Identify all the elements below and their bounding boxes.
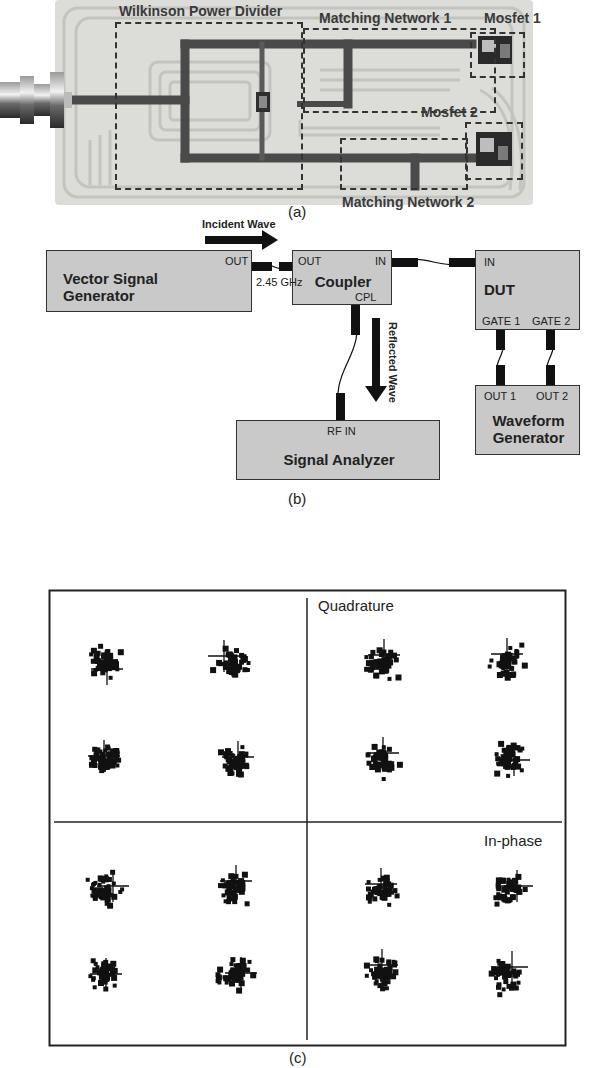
- port-label: OUT 2: [536, 390, 568, 403]
- port-label: IN: [375, 255, 386, 268]
- cable: [252, 263, 292, 268]
- instrument-box: Vector Signal Generator OUT: [46, 250, 252, 312]
- instrument-box: OUT Coupler IN CPL: [292, 250, 392, 305]
- port-connectors: [252, 258, 555, 420]
- instrument-box: RF IN Signal Analyzer: [236, 420, 440, 480]
- region-label: Wilkinson Power Divider: [119, 3, 282, 19]
- instrument-box: IN DUT GATE 1 GATE 2: [475, 250, 580, 330]
- axis-label: In-phase: [484, 832, 542, 849]
- box-title: Vector Signal Generator: [63, 270, 175, 305]
- wave-label: Reflected Wave: [386, 322, 399, 403]
- region-label: Matching Network 2: [342, 194, 474, 210]
- panel-label: (c): [289, 1049, 307, 1066]
- port-label: GATE 1: [482, 315, 520, 328]
- instrument-box: OUT 1 OUT 2 Waveform Generator: [475, 385, 580, 455]
- frequency-label: 2.45 GHz: [256, 276, 302, 289]
- box-title: Waveform Generator: [476, 412, 581, 447]
- dashed-region: Matching Network 1: [303, 28, 496, 113]
- dashed-region: Matching Network 2: [340, 138, 468, 190]
- port-label: OUT: [225, 255, 248, 268]
- region-label: Mosfet 1: [484, 10, 541, 26]
- cable: [547, 330, 554, 385]
- wave-label: Incident Wave: [202, 218, 276, 231]
- pcb-photo: [0, 0, 533, 205]
- dashed-region: Mosfet 2: [465, 122, 523, 180]
- dashed-region: Mosfet 1: [470, 32, 525, 78]
- port-label: IN: [484, 256, 495, 269]
- port-label: OUT: [298, 255, 321, 268]
- constellation-plot: [50, 591, 566, 1046]
- port-label: OUT 1: [484, 390, 516, 403]
- axis-label: Quadrature: [318, 597, 394, 614]
- region-label: Mosfet 2: [421, 104, 478, 120]
- port-label: GATE 2: [532, 315, 570, 328]
- cable: [338, 305, 358, 420]
- port-label: RF IN: [327, 425, 356, 438]
- cable: [497, 330, 504, 385]
- box-title: DUT: [484, 281, 515, 298]
- region-label: Matching Network 1: [319, 10, 451, 26]
- panel-label: (a): [288, 203, 306, 220]
- box-title: Signal Analyzer: [237, 451, 441, 468]
- box-title: Coupler: [293, 273, 393, 290]
- port-label: CPL: [355, 291, 376, 304]
- panel-label: (b): [288, 490, 306, 507]
- cable: [392, 259, 475, 264]
- dashed-region: Wilkinson Power Divider: [115, 22, 303, 190]
